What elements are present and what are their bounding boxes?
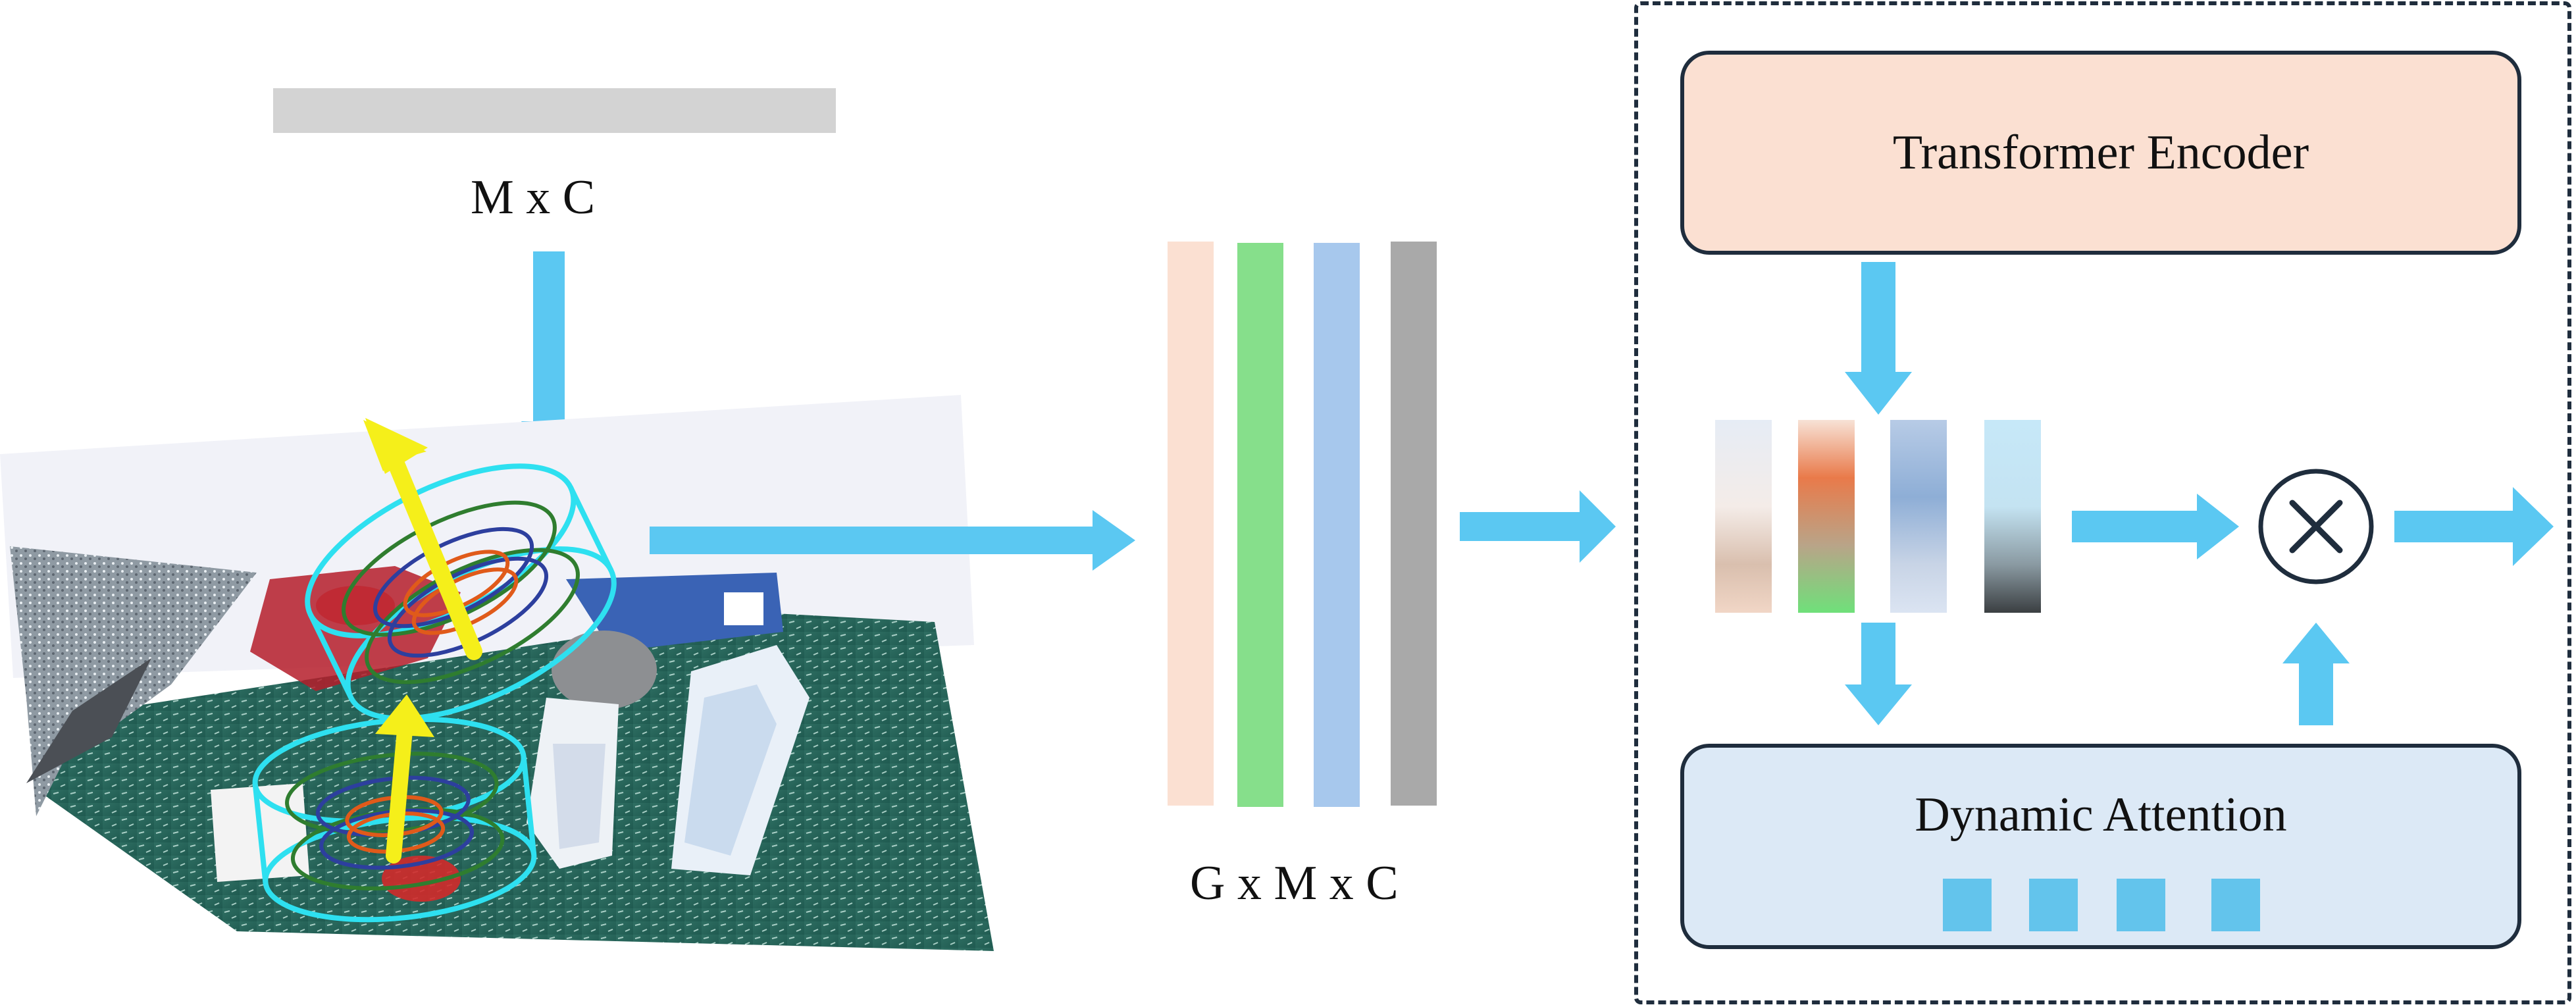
dynamic-attention-label: Dynamic Attention: [1915, 788, 2287, 842]
token-down-arrow: [521, 251, 577, 462]
attention-module-frame: [1634, 1, 2571, 1004]
grouped-shape-label: G x M x C: [1190, 856, 1399, 910]
point-cloud-scene: [0, 395, 994, 951]
approach-arrow-lower: [375, 694, 434, 864]
transformer-encoder-label: Transformer Encoder: [1892, 125, 2309, 180]
token-shape-label: M x C: [471, 170, 596, 224]
features-down-arrow: [1845, 623, 1912, 725]
feature-bar-gray: [1391, 242, 1437, 806]
features-to-multiply-arrow: [2072, 494, 2239, 559]
weighted-feature-2: [1798, 420, 1855, 613]
multiply-node: [2258, 469, 2374, 584]
weighted-feature-3: [1890, 420, 1947, 613]
dynamic-attention-block: Dynamic Attention: [1680, 744, 2521, 949]
feature-bar-blue: [1314, 243, 1360, 807]
feature-bar-green: [1237, 243, 1283, 807]
approach-arrow-upper: [363, 418, 482, 660]
weighted-feature-4: [1984, 420, 2041, 613]
scene-to-features-arrow: [650, 510, 1135, 571]
encoder-down-arrow: [1845, 262, 1912, 415]
features-to-module-arrow: [1460, 490, 1616, 563]
feature-bar-peach: [1168, 242, 1214, 806]
transformer-encoder-block: Transformer Encoder: [1680, 51, 2521, 255]
output-arrow: [2394, 487, 2554, 566]
weighted-feature-1: [1715, 420, 1772, 613]
multiply-icon: [2289, 500, 2343, 554]
attention-up-arrow: [2282, 623, 2350, 725]
token-bar: [273, 88, 836, 133]
